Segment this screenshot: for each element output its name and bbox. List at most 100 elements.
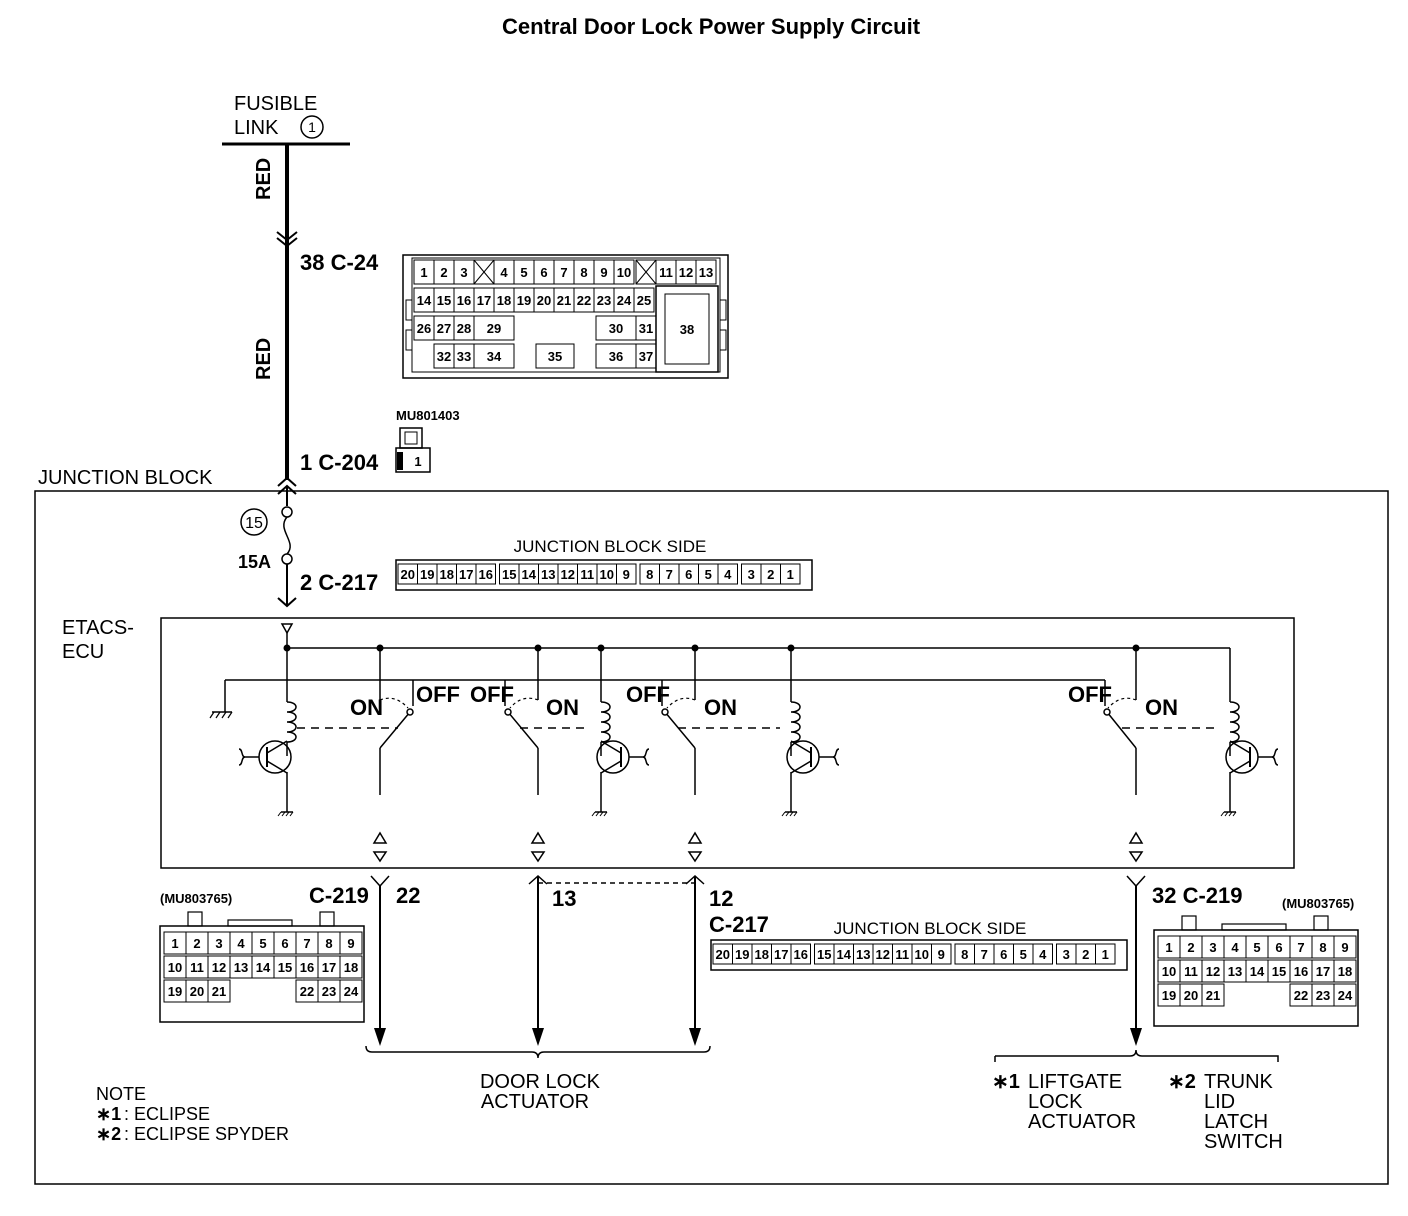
c217-pin: 6 — [1000, 947, 1007, 962]
c24-pin: 33 — [457, 349, 471, 364]
c219-right-chevron-icon — [1126, 875, 1146, 888]
c24-pin: 12 — [679, 265, 693, 280]
liftgate-label: LIFTGATE — [1028, 1071, 1122, 1093]
c219-pin: 23 — [1316, 988, 1330, 1003]
fusible-link-number-circle — [300, 115, 324, 139]
c219-pin: 8 — [1319, 940, 1326, 955]
c24-pin: 3 — [460, 265, 467, 280]
relay-2-off-label: OFF — [470, 682, 514, 707]
trunk-label-3: LATCH — [1204, 1111, 1268, 1133]
relay-3-off-label: OFF — [626, 682, 670, 707]
c219-pin: 6 — [1275, 940, 1282, 955]
c217-pin: 10 — [915, 947, 929, 962]
c24-pin: 13 — [699, 265, 713, 280]
relay-switch-arm — [664, 711, 696, 749]
c219-pin: 6 — [281, 936, 288, 951]
c219-pin: 10 — [1162, 964, 1176, 979]
c217-pin: 15 — [502, 567, 516, 582]
c24-pin: 36 — [609, 349, 623, 364]
c219-pin: 22 — [300, 984, 314, 999]
c219-pin: 10 — [168, 960, 182, 975]
c24-pin: 26 — [417, 321, 431, 336]
c219-pin: 16 — [1294, 964, 1308, 979]
liftgate-label-3: ACTUATOR — [1028, 1111, 1136, 1133]
svg-text:1: 1 — [414, 454, 421, 469]
c219-pin: 22 — [1294, 988, 1308, 1003]
c217-pin: 19 — [420, 567, 434, 582]
c217-chevron-icon — [277, 597, 297, 608]
c217-pin: 20 — [401, 567, 415, 582]
note-2-mark: ∗2 — [96, 1124, 121, 1144]
c24-pin: 14 — [417, 293, 432, 308]
c24-pin: 15 — [437, 293, 451, 308]
c24-pin: 9 — [600, 265, 607, 280]
fusible-link-label-2: LINK — [234, 117, 279, 139]
fuse-number: 15 — [245, 515, 263, 532]
c24-pin: 30 — [609, 321, 623, 336]
c217-pin: 4 — [1039, 947, 1047, 962]
etacs-ecu-box — [160, 617, 1295, 869]
c219-pin: 2 — [1187, 940, 1194, 955]
liftgate-label-2: LOCK — [1028, 1091, 1083, 1113]
c219-pin: 7 — [303, 936, 310, 951]
c219-pin: 1 — [1165, 940, 1172, 955]
note-title: NOTE — [96, 1084, 146, 1104]
c24-label: 38 C-24 — [300, 250, 379, 275]
c219-pin: 20 — [1184, 988, 1198, 1003]
c24-pin: 5 — [520, 265, 527, 280]
relay-4-off-label: OFF — [1068, 682, 1112, 707]
liftgate-trunk-brace — [994, 1049, 1279, 1062]
c217-pin: 17 — [459, 567, 473, 582]
c219-pin: 11 — [1184, 964, 1198, 979]
c219-pin: 14 — [1250, 964, 1265, 979]
trunk-label-4: SWITCH — [1204, 1131, 1283, 1153]
c217-pin: 11 — [895, 947, 909, 962]
junction-block-frame — [34, 490, 1389, 1185]
c217-pin: 16 — [794, 947, 808, 962]
c24-pin: 11 — [659, 265, 673, 280]
output-terminal-icon — [372, 831, 388, 844]
transistor-icon — [1225, 740, 1279, 774]
c219-right-label: 32 C-219 — [1152, 883, 1243, 908]
note-1-mark: ∗1 — [96, 1104, 121, 1124]
c219-pin: 13 — [234, 960, 248, 975]
c219-pin: 9 — [1341, 940, 1348, 955]
c217-pin: 13 — [541, 567, 555, 582]
c24-pin: 37 — [639, 349, 653, 364]
c204-part-number: MU801403 — [396, 408, 460, 423]
c24-pin: 34 — [487, 349, 502, 364]
c217-bottom-pin-13: 13 — [552, 886, 576, 911]
c217-pin: 5 — [705, 567, 712, 582]
c219-left-chevron-icon — [370, 875, 390, 888]
c217-pin: 12 — [561, 567, 575, 582]
c24-pin: 31 — [639, 321, 653, 336]
c217-pin: 15 — [817, 947, 831, 962]
note-1-text: : ECLIPSE — [124, 1104, 210, 1124]
c217-pin: 8 — [646, 567, 653, 582]
trunk-mark: ∗2 — [1168, 1071, 1196, 1093]
wire-color-upper: RED — [253, 158, 275, 200]
c217-pin: 9 — [938, 947, 945, 962]
c217-pin: 19 — [735, 947, 749, 962]
output-terminal-icon — [530, 851, 546, 863]
c219-pin: 7 — [1297, 940, 1304, 955]
relay-4-on-label: ON — [1145, 695, 1178, 720]
c217-pin: 14 — [837, 947, 852, 962]
c217-pin: 17 — [774, 947, 788, 962]
c217-pin: 16 — [479, 567, 493, 582]
ground-icon — [209, 711, 233, 719]
svg-text:38: 38 — [680, 322, 694, 337]
c219-pin: 20 — [190, 984, 204, 999]
c217-pin: 3 — [748, 567, 755, 582]
transistor-icon — [238, 740, 292, 774]
c24-pin: 2 — [440, 265, 447, 280]
c219-pin: 13 — [1228, 964, 1242, 979]
relay-coil-icon — [600, 701, 611, 743]
liftgate-mark: ∗1 — [992, 1071, 1020, 1093]
fuse-icon — [281, 506, 293, 565]
c217-pin: 2 — [767, 567, 774, 582]
diagram-title: Central Door Lock Power Supply Circuit — [502, 14, 921, 39]
